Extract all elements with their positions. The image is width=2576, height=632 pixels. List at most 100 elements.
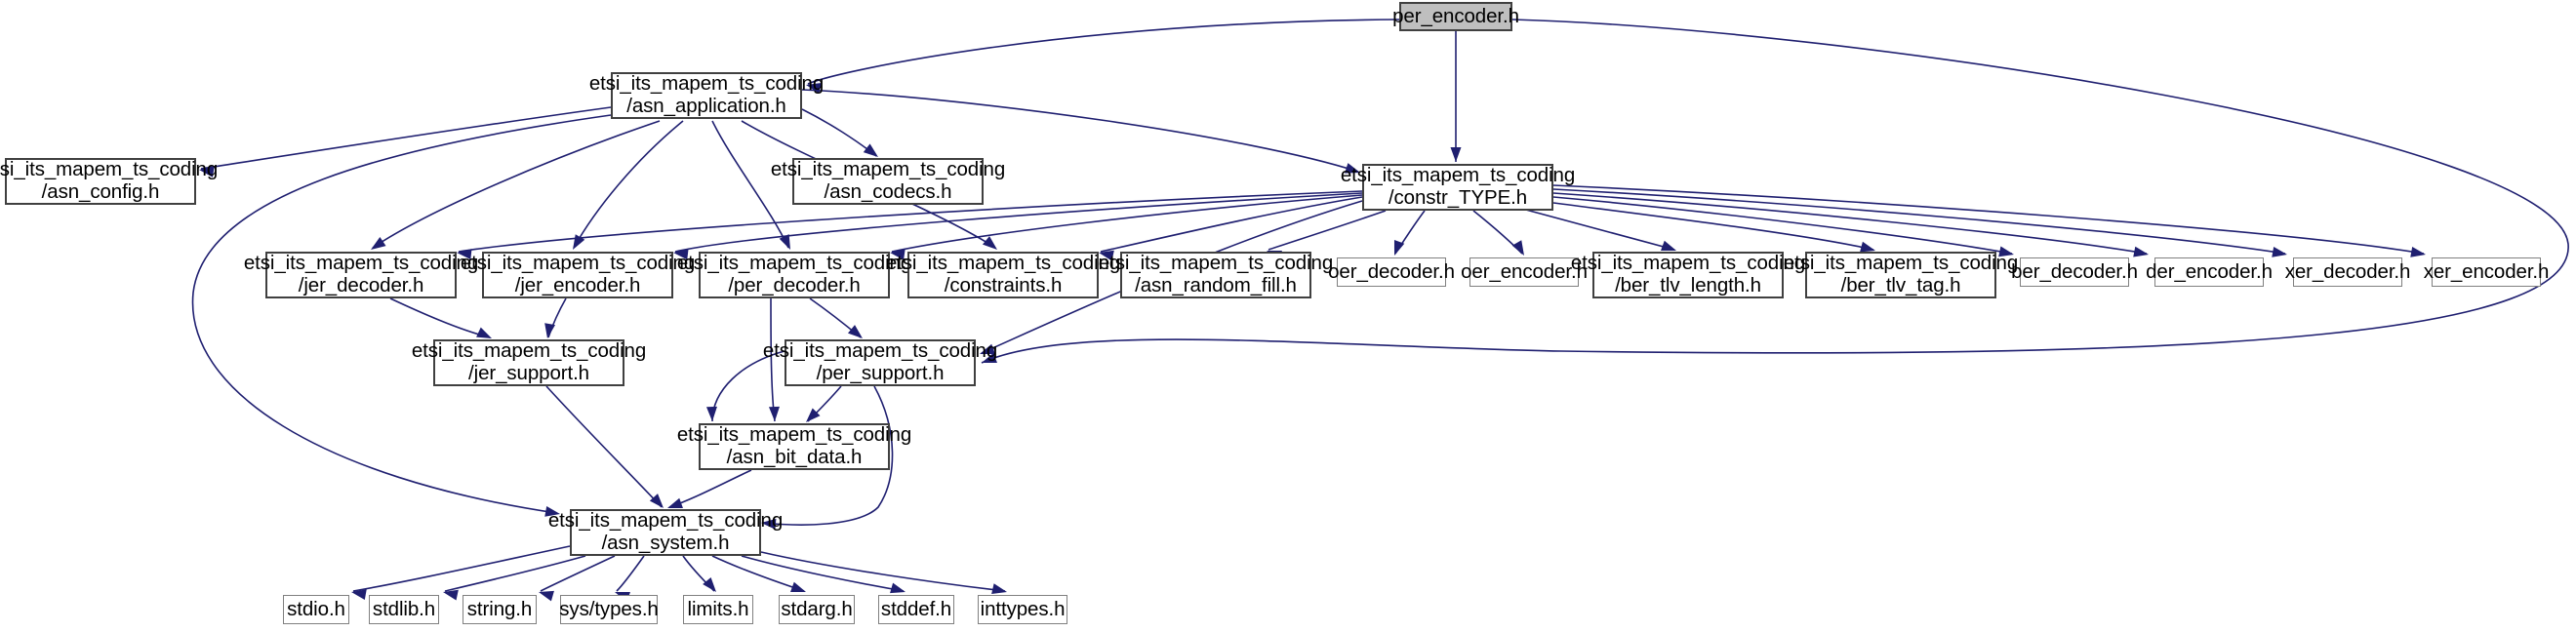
graph-node-xer_encoder[interactable]: xer_encoder.h — [2424, 257, 2549, 287]
graph-node-label-line1: etsi_its_mapem_ts_coding — [885, 252, 1121, 275]
graph-node-label-line1: per_encoder.h — [1392, 4, 1519, 27]
graph-node-limits[interactable]: limits.h — [683, 595, 753, 624]
graph-node-constr_TYPE[interactable]: etsi_its_mapem_ts_coding/constr_TYPE.h — [1341, 164, 1575, 211]
graph-node-label-line1: stdio.h — [287, 597, 345, 620]
graph-node-ber_tlv_length[interactable]: etsi_its_mapem_ts_coding/ber_tlv_length.… — [1571, 252, 1805, 298]
graph-node-constraints[interactable]: etsi_its_mapem_ts_coding/constraints.h — [886, 252, 1120, 298]
graph-node-label: etsi_its_mapem_ts_coding/per_support.h — [763, 339, 997, 385]
graph-node-asn_random_fill[interactable]: etsi_its_mapem_ts_coding/asn_random_fill… — [1099, 252, 1333, 298]
graph-node-label: der_encoder.h — [2146, 260, 2273, 284]
graph-node-label-line1: etsi_its_mapem_ts_coding — [588, 72, 825, 96]
graph-edge — [540, 555, 616, 592]
graph-node-oer_encoder[interactable]: oer_encoder.h — [1461, 257, 1588, 287]
graph-node-label: inttypes.h — [981, 598, 1066, 621]
graph-edge-arrowhead — [539, 590, 554, 602]
graph-edge-arrowhead — [573, 234, 585, 250]
graph-node-per_support[interactable]: etsi_its_mapem_ts_coding/per_support.h — [763, 339, 997, 386]
graph-node-label: oer_encoder.h — [1461, 259, 1588, 284]
graph-node-label-line1: etsi_its_mapem_ts_coding — [1783, 252, 2019, 275]
graph-node-label-line2: /asn_config.h — [41, 180, 160, 203]
graph-edge — [1552, 188, 2286, 255]
graph-node-label-line2: /ber_tlv_length.h — [1615, 274, 1761, 296]
graph-edge-arrowhead — [443, 589, 459, 601]
graph-edge — [1472, 210, 1523, 255]
graph-node-label: etsi_its_mapem_ts_coding/jer_encoder.h — [461, 252, 695, 297]
graph-node-jer_encoder[interactable]: etsi_its_mapem_ts_coding/jer_encoder.h — [461, 252, 695, 298]
graph-node-label-line1: xer_encoder.h — [2423, 259, 2550, 283]
graph-edge — [807, 385, 842, 422]
graph-node-label-line2: /constr_TYPE.h — [1388, 186, 1528, 209]
graph-edge — [1552, 196, 2013, 255]
graph-node-label-line2: /constraints.h — [944, 274, 1063, 296]
graph-edge — [668, 469, 752, 508]
graph-node-label: stdio.h — [287, 597, 345, 621]
graph-node-oer_decoder[interactable]: oer_decoder.h — [1328, 257, 1455, 287]
graph-edge — [807, 19, 1400, 85]
graph-node-label: etsi_its_mapem_ts_coding/constr_TYPE.h — [1340, 164, 1576, 210]
graph-node-asn_system[interactable]: etsi_its_mapem_ts_coding/asn_system.h — [548, 509, 783, 556]
graph-node-label-line2: /jer_support.h — [468, 362, 589, 384]
graph-node-per_encoder[interactable]: per_encoder.h — [1392, 2, 1519, 31]
graph-node-jer_support[interactable]: etsi_its_mapem_ts_coding/jer_support.h — [412, 339, 646, 386]
graph-node-asn_codecs[interactable]: etsi_its_mapem_ts_coding/asn_codecs.h — [771, 158, 1005, 205]
graph-edge — [1552, 202, 1874, 251]
graph-node-label-line1: stddef.h — [880, 597, 952, 620]
graph-node-jer_decoder[interactable]: etsi_its_mapem_ts_coding/jer_decoder.h — [244, 252, 478, 298]
graph-edge — [760, 551, 1006, 592]
graph-edge-arrowhead — [703, 576, 716, 592]
graph-edge-arrowhead — [1511, 240, 1524, 256]
graph-node-ber_tlv_tag[interactable]: etsi_its_mapem_ts_coding/ber_tlv_tag.h — [1784, 252, 2018, 298]
graph-node-label: sys/types.h — [559, 597, 659, 621]
graph-edge-arrowhead — [779, 234, 790, 250]
graph-node-xer_decoder[interactable]: xer_decoder.h — [2285, 257, 2410, 287]
graph-edge-arrowhead — [2410, 246, 2426, 257]
graph-node-stdarg[interactable]: stdarg.h — [779, 595, 855, 624]
graph-node-label: etsi_its_mapem_ts_coding/asn_system.h — [547, 509, 784, 555]
graph-node-label: stdarg.h — [781, 597, 853, 621]
graph-node-per_decoder[interactable]: etsi_its_mapem_ts_coding/per_decoder.h — [677, 252, 911, 298]
graph-node-label-line1: etsi_its_mapem_ts_coding — [547, 509, 784, 533]
graph-edge-arrowhead — [705, 406, 717, 421]
graph-node-label-line1: stdarg.h — [781, 597, 853, 620]
graph-edge — [1521, 208, 1675, 251]
graph-node-label-line2: /asn_codecs.h — [824, 180, 952, 203]
graph-node-label-line1: etsi_its_mapem_ts_coding — [411, 339, 647, 363]
graph-node-label-line2: /asn_random_fill.h — [1135, 274, 1297, 296]
graph-edge — [545, 385, 663, 508]
graph-node-ber_decoder[interactable]: ber_decoder.h — [2011, 257, 2138, 287]
graph-node-label-line1: oer_decoder.h — [1328, 259, 1455, 283]
graph-node-label-line1: oer_encoder.h — [1461, 259, 1588, 283]
graph-node-inttypes[interactable]: inttypes.h — [978, 595, 1067, 624]
graph-edge — [711, 555, 805, 592]
graph-edge-arrowhead — [1450, 147, 1462, 162]
graph-node-label: etsi_its_mapem_ts_coding/asn_config.h — [0, 158, 218, 204]
graph-node-label: etsi_its_mapem_ts_coding/ber_tlv_length.… — [1571, 252, 1805, 297]
graph-edge — [372, 120, 661, 249]
graph-edge-arrowhead — [351, 589, 367, 601]
graph-node-label-line2: /asn_application.h — [626, 95, 786, 117]
graph-edge — [444, 555, 586, 592]
graph-node-string[interactable]: string.h — [463, 595, 537, 624]
graph-node-der_encoder[interactable]: der_encoder.h — [2146, 257, 2273, 287]
graph-node-stdio[interactable]: stdio.h — [283, 595, 349, 624]
graph-node-label: ber_decoder.h — [2011, 259, 2138, 284]
graph-node-asn_application[interactable]: etsi_its_mapem_ts_coding/asn_application… — [589, 72, 824, 119]
graph-edge — [389, 297, 491, 338]
graph-node-label-line2: /asn_bit_data.h — [726, 446, 863, 468]
graph-node-label: xer_decoder.h — [2285, 260, 2411, 284]
graph-node-label-line1: ber_decoder.h — [2011, 259, 2138, 283]
graph-node-stddef[interactable]: stddef.h — [878, 595, 954, 624]
graph-node-label-line1: etsi_its_mapem_ts_coding — [1098, 252, 1334, 275]
graph-node-label-line2: /jer_decoder.h — [298, 274, 424, 296]
graph-node-stdlib[interactable]: stdlib.h — [369, 595, 439, 624]
graph-node-asn_bit_data[interactable]: etsi_its_mapem_ts_coding/asn_bit_data.h — [677, 423, 911, 470]
graph-node-label-line1: stdlib.h — [372, 597, 436, 620]
graph-node-label: xer_encoder.h — [2423, 259, 2550, 284]
graph-node-label: etsi_its_mapem_ts_coding/asn_codecs.h — [771, 158, 1005, 204]
graph-node-asn_config[interactable]: etsi_its_mapem_ts_coding/asn_config.h — [0, 158, 218, 205]
graph-node-label-line1: etsi_its_mapem_ts_coding — [1340, 164, 1576, 187]
graph-node-label-line1: sys/types.h — [559, 597, 659, 620]
graph-node-sys_types[interactable]: sys/types.h — [559, 595, 659, 624]
graph-node-label-line2: /ber_tlv_tag.h — [1840, 274, 1961, 296]
